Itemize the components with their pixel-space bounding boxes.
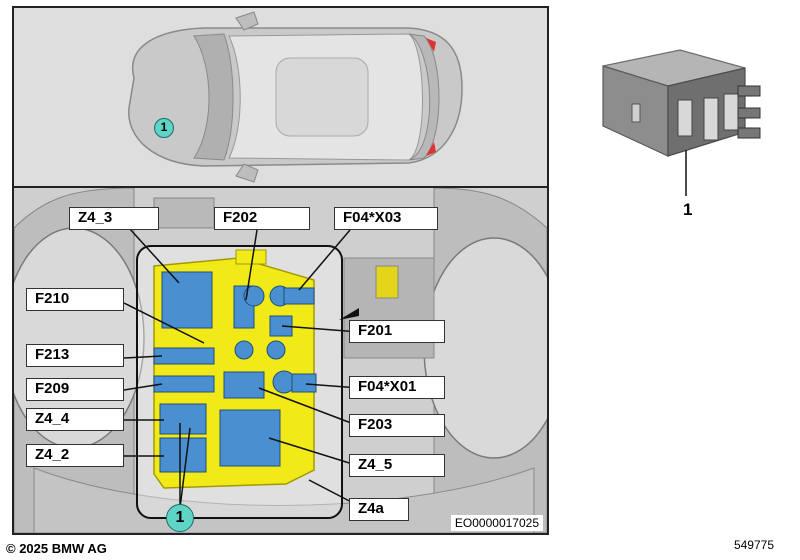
diagram-number: 549775	[733, 538, 774, 552]
label-z4a: Z4a	[349, 498, 409, 521]
label-f201: F201	[349, 320, 445, 343]
label-f202: F202	[214, 207, 310, 230]
engine-compartment-panel: Z4_3 F202 F04*X03 F210 F201 F213 F209 F0…	[14, 188, 547, 533]
diagram-frame: 1	[12, 6, 549, 535]
label-z4-3: Z4_3	[69, 207, 159, 230]
label-z4-4: Z4_4	[26, 408, 124, 431]
label-f210: F210	[26, 288, 124, 311]
label-f04x01: F04*X01	[349, 376, 445, 399]
label-f04x03: F04*X03	[334, 207, 438, 230]
label-f213: F213	[26, 344, 124, 367]
relay-part-number: 1	[683, 200, 693, 219]
car-callout-marker: 1	[154, 118, 174, 138]
image-code: EO0000017025	[450, 515, 543, 531]
copyright-text: © 2025 BMW AG	[6, 541, 107, 556]
label-z4-5: Z4_5	[349, 454, 445, 477]
car-top-view-panel: 1	[14, 8, 547, 188]
car-top-view	[128, 11, 463, 183]
label-z4-2: Z4_2	[26, 444, 124, 467]
fusebox-callout-marker: 1	[166, 504, 194, 532]
label-f203: F203	[349, 414, 445, 437]
label-f209: F209	[26, 378, 124, 401]
